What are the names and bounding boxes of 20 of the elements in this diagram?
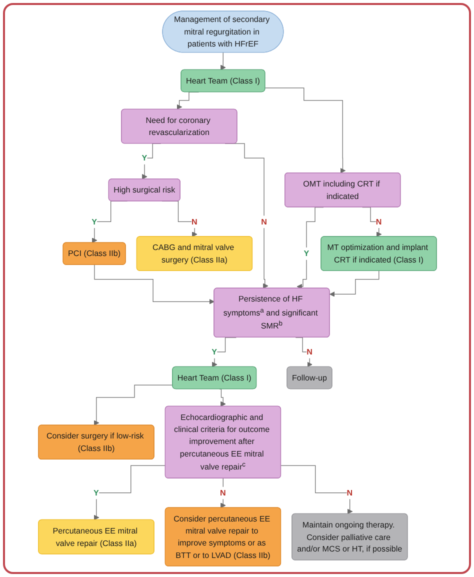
arrow (220, 478, 226, 508)
arrow (94, 264, 214, 304)
edge-label: Y (91, 216, 96, 226)
arrow (93, 384, 173, 426)
edge-label: N (220, 488, 226, 498)
edge-label: N (346, 488, 352, 498)
arrow (220, 52, 226, 70)
edge-label: N (306, 347, 312, 356)
edge-label: Y (211, 347, 217, 356)
edge-label: Y (303, 248, 309, 258)
arrow (264, 88, 346, 174)
arrow (328, 270, 379, 297)
arrow (280, 465, 352, 514)
arrow (93, 465, 166, 520)
edge-label: Y (93, 488, 98, 498)
edge-label: Y (141, 153, 147, 163)
edge-label: N (375, 216, 382, 226)
arrow (218, 388, 226, 407)
edge-label: N (260, 216, 266, 226)
edge-label: N (191, 216, 197, 226)
